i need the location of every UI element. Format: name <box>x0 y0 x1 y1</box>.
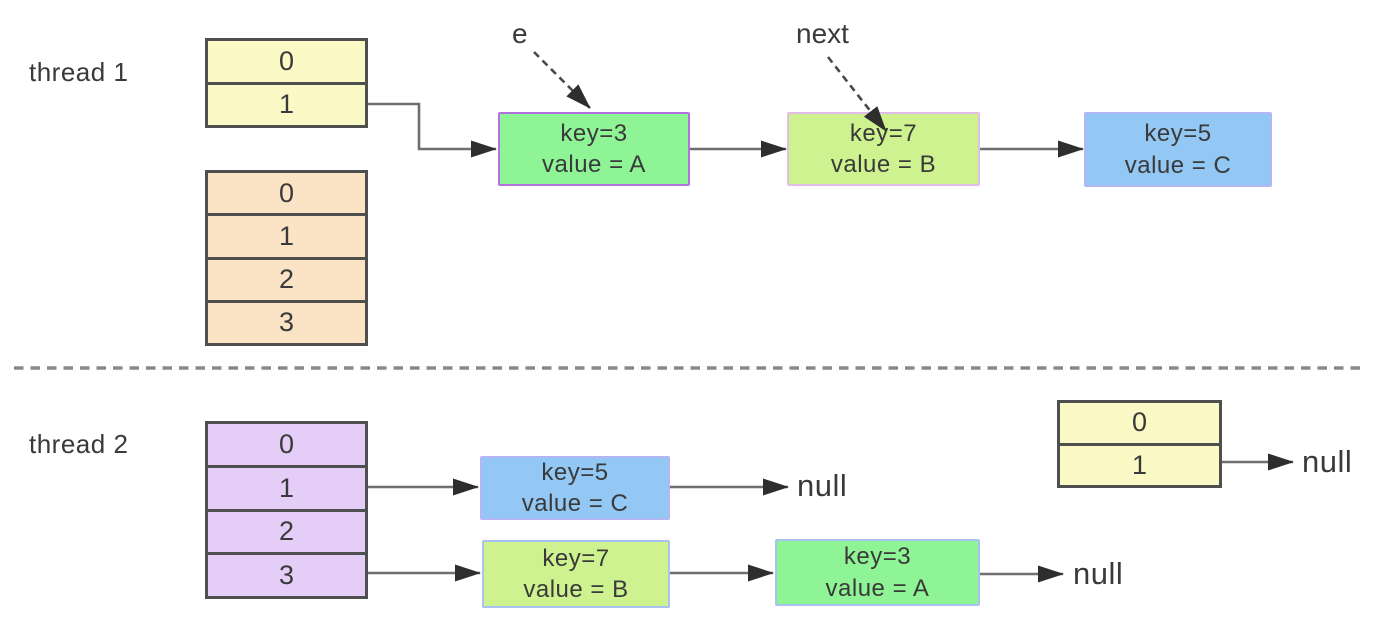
node-key: key=7 <box>542 544 610 572</box>
e-pointer-arrow <box>533 51 591 109</box>
array-cell: 2 <box>208 256 365 300</box>
node-value: value = B <box>523 576 629 603</box>
thread2-node-key7: key=7 value = B <box>482 540 670 608</box>
node-value: value = C <box>1124 151 1232 179</box>
array-cell: 3 <box>208 299 365 343</box>
node-key: key=7 <box>849 119 918 147</box>
null-label: null <box>1073 556 1124 591</box>
node-value: value = B <box>830 151 937 178</box>
node-value: value = A <box>542 151 646 178</box>
arrow-t1-bucket1-to-key3 <box>368 102 497 158</box>
thread1-node-key3: key=3 value = A <box>498 112 690 186</box>
thread1-node-key7: key=7 value = B <box>787 112 980 186</box>
node-key: key=5 <box>1144 120 1212 148</box>
node-value: value = C <box>521 490 629 517</box>
thread1-resized-array: 0 1 2 3 <box>205 170 368 346</box>
array-cell: 2 <box>208 508 365 553</box>
array-cell: 1 <box>208 464 365 509</box>
array-cell: 3 <box>208 552 365 596</box>
array-cell: 0 <box>208 424 365 465</box>
array-cell: 0 <box>1060 403 1219 443</box>
next-pointer-label: next <box>796 18 849 49</box>
thread2-label: thread 2 <box>29 429 129 459</box>
thread2-side-array: 0 1 <box>1057 400 1222 488</box>
array-cell: 1 <box>208 81 365 125</box>
thread2-node-key5: key=5 value = C <box>480 456 670 520</box>
array-cell: 0 <box>208 41 365 82</box>
array-cell: 0 <box>208 173 365 214</box>
null-label: null <box>1302 444 1353 479</box>
node-key: key=5 <box>541 458 609 486</box>
thread1-label: thread 1 <box>29 57 129 87</box>
null-label: null <box>797 468 848 503</box>
thread2-bucket-array: 0 1 2 3 <box>205 421 368 599</box>
e-pointer-label: e <box>512 18 528 49</box>
node-value: value = A <box>825 574 930 602</box>
thread2-node-key3: key=3 value = A <box>775 539 980 606</box>
node-key: key=3 <box>560 119 628 147</box>
thread1-bucket-array: 0 1 <box>205 38 368 128</box>
node-key: key=3 <box>843 543 912 571</box>
array-cell: 1 <box>1060 442 1219 485</box>
thread1-node-key5: key=5 value = C <box>1084 112 1272 187</box>
array-cell: 1 <box>208 213 365 257</box>
